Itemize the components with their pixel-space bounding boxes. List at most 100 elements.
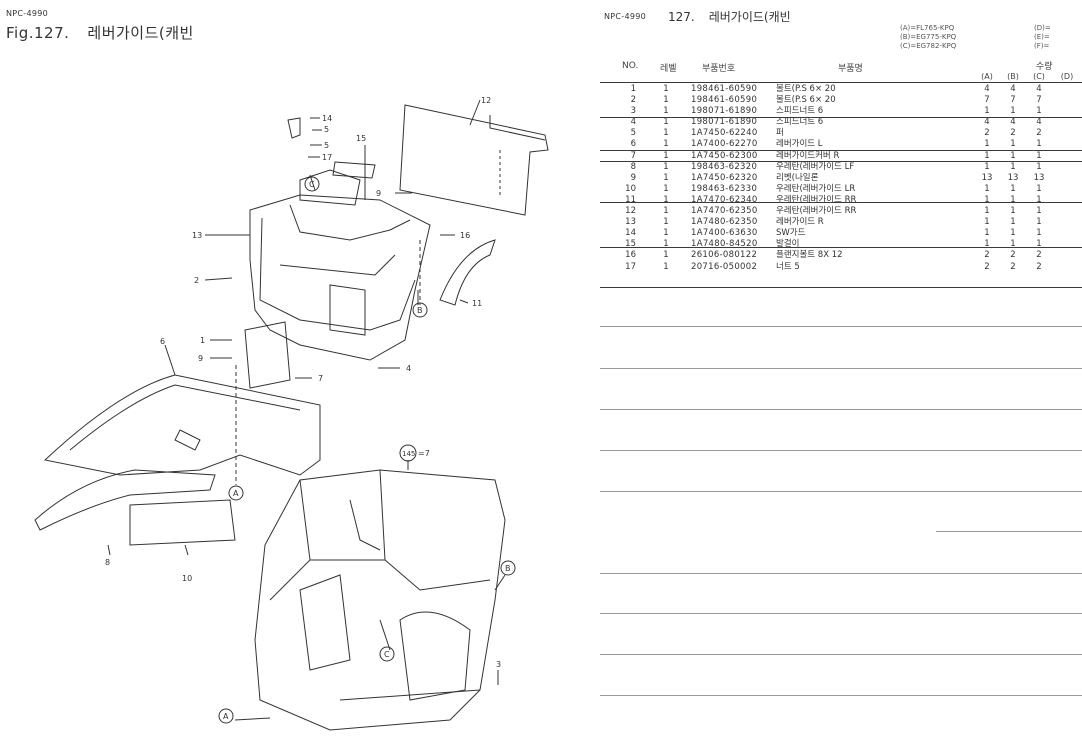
cell-c: 1 [1036,161,1042,172]
cell-pn: 20716-050002 [691,261,758,272]
cell-b: 1 [1010,183,1016,194]
cell-pn: 1A7470-62340 [691,194,758,205]
cell-no: 2 [630,95,636,106]
cell-lv: 1 [663,161,669,172]
cell-b: 4 [1010,117,1016,128]
part-6-guide [43,374,321,476]
cell-no: 12 [625,206,636,217]
model-list-left: (A)=FL765-KPQ (B)=EG775-KPQ (C)=EG782-KP… [900,24,956,51]
cell-a: 1 [984,194,990,205]
cell-name: 스피드너트 6 [776,106,824,117]
cell-a: 1 [984,206,990,217]
callout-16: 16 [460,231,470,240]
cell-name: 스피드너트 6 [776,117,824,128]
cell-a: 1 [984,183,990,194]
ruled-lines [596,0,1082,736]
figure-title: Fig.127. 레버가이드(캐빈 [6,22,212,43]
cell-pn: 1A7480-84520 [691,239,758,250]
callout-9-top: 9 [376,189,381,198]
callout-7: 7 [318,374,323,383]
callout-145: 145 [402,450,415,458]
cell-lv: 1 [663,239,669,250]
cell-a: 1 [984,239,990,250]
parts-list-page: NPC-4990 127.레버가이드(캐빈 (A)=FL765-KPQ (B)=… [596,0,1082,736]
cell-name: SW가드 [776,228,806,239]
cell-lv: 1 [663,261,669,272]
cell-c: 7 [1036,95,1042,106]
part-10-urethane [129,499,236,546]
cell-c: 13 [1033,172,1045,183]
callout-11: 11 [472,299,482,308]
doc-code: NPC-4990 [6,9,49,18]
cell-pn: 198461-60590 [691,84,758,94]
cell-c: 1 [1036,139,1042,150]
model-f: (F)= [1034,42,1050,50]
cell-name: 볼트(P.S 6× 20 [776,95,836,106]
cell-name: 발걸이 [776,239,800,250]
callout-b-mid: B [417,306,423,315]
cell-lv: 1 [663,84,669,94]
cell-a: 1 [984,106,990,117]
cell-a: 7 [984,95,990,106]
cell-lv: 1 [663,128,669,139]
cell-b: 1 [1010,106,1016,117]
cell-c: 2 [1036,128,1042,139]
header-qty: 수량 [1036,62,1053,72]
callout-4: 4 [406,364,411,373]
callout-a-mid: A [233,489,239,498]
cell-no: 3 [630,106,636,117]
cell-b: 1 [1010,161,1016,172]
cell-b: 1 [1010,217,1016,228]
cell-no: 17 [625,261,636,272]
cell-a: 1 [984,139,990,150]
callout-17: 17 [322,153,332,162]
header-qty-a: (A) [981,72,993,81]
cell-lv: 1 [663,183,669,194]
header-part-name: 부품명 [838,64,863,74]
cell-b: 2 [1010,250,1016,261]
header-no: NO. [622,61,639,71]
cell-a: 1 [984,161,990,172]
cell-lv: 1 [663,139,669,150]
cell-c: 1 [1036,206,1042,217]
cell-lv: 1 [663,117,669,128]
cell-name: 볼트(P.S 6× 20 [776,84,836,94]
callout-12: 12 [481,96,491,105]
cell-b: 13 [1007,172,1019,183]
cell-c: 1 [1036,183,1042,194]
part-13-housing [249,194,431,361]
cell-pn: 1A7470-62350 [691,206,758,217]
figure-label: Fig.127. [6,24,70,42]
callout-eq7: =7 [418,449,430,458]
cell-c: 2 [1036,261,1042,272]
cell-lv: 1 [663,95,669,106]
diagram-page: NPC-4990 Fig.127. 레버가이드(캐빈 [6,9,549,731]
callout-5a: 5 [324,125,329,134]
part-14-bracket [287,117,301,139]
cell-name: 우레탄(레버가이드 LF [776,161,855,172]
callout-8: 8 [105,558,110,567]
cell-c: 1 [1036,150,1042,161]
model-b: (B)=EG775-KPQ [900,33,957,41]
cell-no: 1 [630,84,636,94]
cabin-frame [254,469,506,731]
cell-lv: 1 [663,228,669,239]
cell-b: 1 [1010,239,1016,250]
figure-name: 레버가이드(캐빈 [87,24,194,42]
cell-pn: 198071-61890 [691,106,758,117]
cell-b: 7 [1010,95,1016,106]
